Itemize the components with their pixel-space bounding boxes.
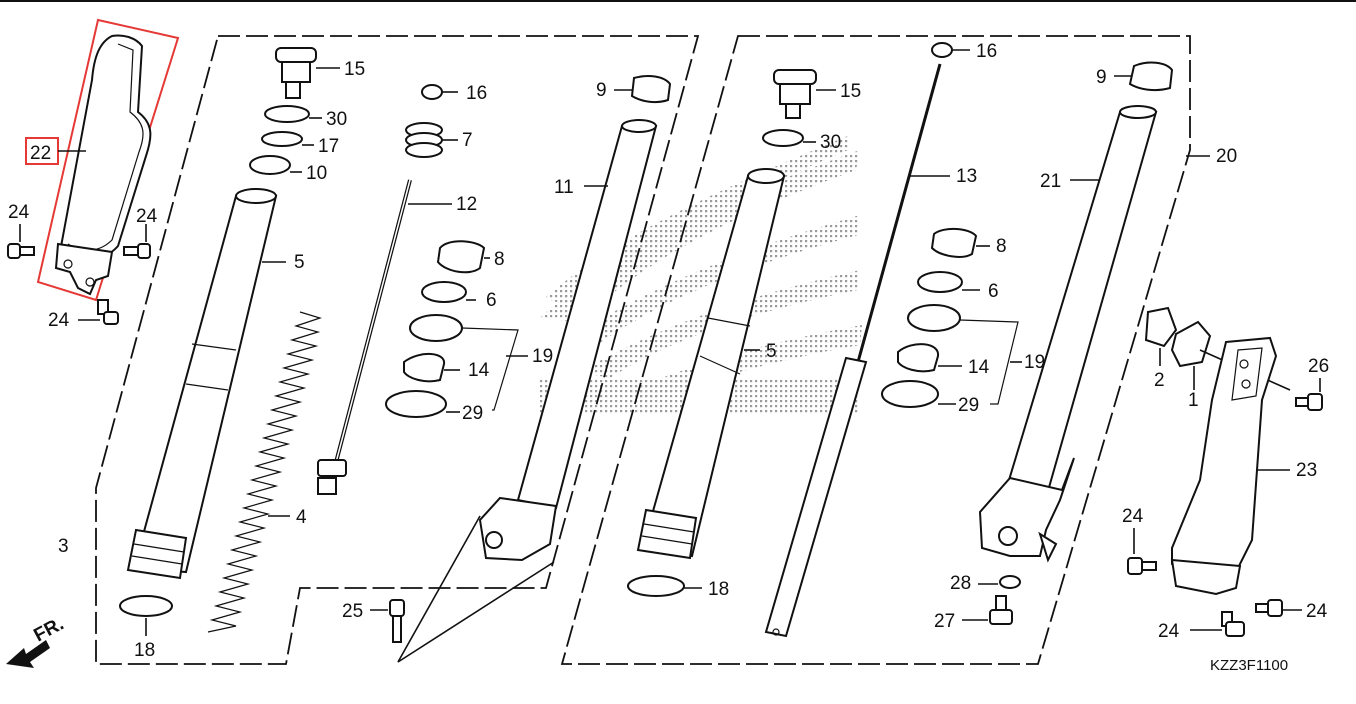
- callout-30[interactable]: 30: [820, 132, 841, 153]
- stopper-ring-14-left[interactable]: [403, 353, 445, 383]
- slider-tube-11-left[interactable]: [478, 119, 658, 562]
- callout-9[interactable]: 9: [1096, 67, 1107, 88]
- bolt-24-left[interactable]: [7, 243, 35, 259]
- callout-19[interactable]: 19: [532, 346, 553, 367]
- washer-28[interactable]: [999, 575, 1021, 589]
- callout-30[interactable]: 30: [326, 109, 347, 130]
- nut-16-right[interactable]: [931, 42, 953, 58]
- fork-guard-23[interactable]: [1170, 336, 1278, 596]
- callout-4[interactable]: 4: [296, 507, 307, 528]
- callout-21[interactable]: 21: [1040, 171, 1061, 192]
- oil-seal-left[interactable]: [409, 314, 463, 342]
- bushing-8-right[interactable]: [930, 228, 978, 258]
- fork-pipe-5-right[interactable]: [636, 168, 786, 560]
- bolt-26[interactable]: [1295, 393, 1323, 411]
- o-ring-30-right[interactable]: [762, 129, 804, 147]
- circlip-17[interactable]: [261, 131, 303, 147]
- callout-10[interactable]: 10: [306, 163, 327, 184]
- fork-cap-bolt-15-right[interactable]: [773, 69, 817, 119]
- callout-24[interactable]: 24: [1306, 601, 1328, 622]
- axle-bolt-25[interactable]: [389, 599, 405, 643]
- front-direction-label: FR.: [30, 614, 67, 647]
- callout-19[interactable]: 19: [1024, 352, 1045, 373]
- bolt-24-right-a[interactable]: [1127, 557, 1157, 575]
- washer-6-left[interactable]: [421, 281, 467, 303]
- o-ring-30-left[interactable]: [264, 105, 310, 123]
- callout-22[interactable]: 22: [30, 143, 51, 164]
- callout-26[interactable]: 26: [1308, 356, 1329, 377]
- callout-16[interactable]: 16: [466, 83, 487, 104]
- damper-rod-12[interactable]: [317, 179, 412, 495]
- callout-14[interactable]: 14: [968, 357, 990, 378]
- collar-9-right[interactable]: [1128, 61, 1174, 92]
- callout-15[interactable]: 15: [840, 81, 861, 102]
- bracket-2[interactable]: [1144, 306, 1178, 348]
- callout-labels: 22 24 24 24 3 15 30 17 10 5 4 18 16 7 12…: [8, 41, 1329, 661]
- callout-29[interactable]: 29: [958, 395, 979, 416]
- dust-seal-29-left[interactable]: [385, 390, 447, 418]
- callout-2[interactable]: 2: [1154, 370, 1165, 391]
- callout-3[interactable]: 3: [58, 536, 69, 557]
- callout-14[interactable]: 14: [468, 360, 490, 381]
- bolt-27[interactable]: [989, 595, 1013, 625]
- callout-24[interactable]: 24: [1158, 621, 1180, 642]
- callout-16[interactable]: 16: [976, 41, 997, 62]
- callout-18[interactable]: 18: [708, 579, 729, 600]
- bushing-8-left[interactable]: [436, 240, 486, 274]
- o-ring-18-right[interactable]: [627, 575, 685, 597]
- slider-tube-21-right[interactable]: [978, 105, 1158, 563]
- spring-7[interactable]: [405, 122, 443, 158]
- bolt-24-bottom[interactable]: [97, 299, 119, 325]
- bolt-24-right-b[interactable]: [1221, 611, 1245, 637]
- callout-11[interactable]: 11: [554, 177, 574, 198]
- callout-5[interactable]: 5: [766, 341, 777, 362]
- callout-24[interactable]: 24: [8, 202, 30, 223]
- callout-8[interactable]: 8: [494, 249, 505, 270]
- dust-seal-29-right[interactable]: [881, 380, 939, 408]
- callout-27[interactable]: 27: [934, 611, 955, 632]
- selected-part-highlight: [36, 18, 180, 302]
- callout-12[interactable]: 12: [456, 194, 477, 215]
- stopper-ring-14-right[interactable]: [897, 343, 939, 373]
- bracket-1[interactable]: [1170, 320, 1212, 368]
- oil-seal-right[interactable]: [907, 304, 961, 332]
- left-fork-group-outline: [95, 35, 700, 665]
- callout-15[interactable]: 15: [344, 59, 365, 80]
- damper-rod-13[interactable]: [764, 63, 942, 638]
- bolt-24-mid[interactable]: [123, 243, 151, 259]
- callout-20[interactable]: 20: [1216, 146, 1237, 167]
- callout-9[interactable]: 9: [596, 80, 607, 101]
- o-ring-18-left[interactable]: [119, 595, 173, 617]
- callout-24[interactable]: 24: [1122, 506, 1144, 527]
- callout-24[interactable]: 24: [136, 206, 158, 227]
- front-direction-arrow-icon: [6, 640, 50, 668]
- callout-23[interactable]: 23: [1296, 460, 1317, 481]
- bolt-24-right-c[interactable]: [1255, 599, 1283, 617]
- fork-spring-4[interactable]: [207, 311, 322, 633]
- callout-29[interactable]: 29: [462, 403, 483, 424]
- callout-18[interactable]: 18: [134, 640, 155, 661]
- right-fork-group-outline: [560, 35, 1191, 665]
- fork-pipe-5-left[interactable]: [126, 188, 278, 580]
- callout-28[interactable]: 28: [950, 573, 971, 594]
- diagram-code: KZZ3F1100: [1210, 657, 1288, 674]
- callout-17[interactable]: 17: [318, 136, 339, 157]
- callout-8[interactable]: 8: [996, 236, 1007, 257]
- washer-10[interactable]: [249, 155, 291, 175]
- washer-6-right[interactable]: [917, 271, 963, 293]
- fork-guard-22[interactable]: [36, 18, 180, 302]
- nut-16-left[interactable]: [421, 84, 443, 100]
- callout-7[interactable]: 7: [462, 130, 473, 151]
- callout-24[interactable]: 24: [48, 310, 70, 331]
- callout-5[interactable]: 5: [294, 252, 305, 273]
- callout-25[interactable]: 25: [342, 601, 363, 622]
- callout-6[interactable]: 6: [988, 281, 999, 302]
- collar-9-left[interactable]: [630, 75, 672, 104]
- callout-6[interactable]: 6: [486, 290, 497, 311]
- callout-1[interactable]: 1: [1188, 390, 1199, 411]
- fork-cap-bolt-15-left[interactable]: [275, 47, 317, 99]
- callout-13[interactable]: 13: [956, 166, 977, 187]
